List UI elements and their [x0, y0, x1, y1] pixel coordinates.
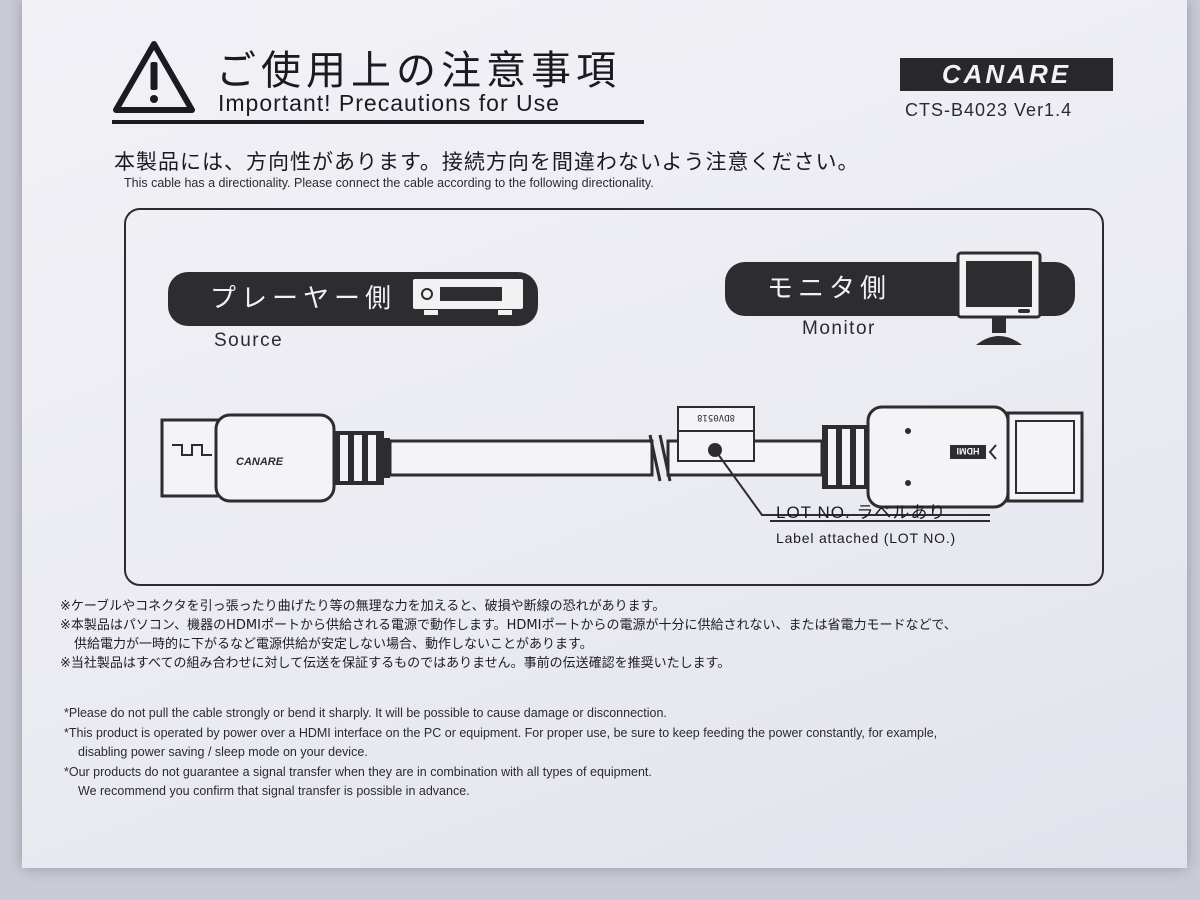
source-plug-icon: CANARE [160, 413, 390, 503]
page-title-jp: ご使用上の注意事項 [216, 48, 621, 94]
note-jp-4: ※当社製品はすべての組み合わせに対して伝送を保証するものではありません。事前の伝… [60, 656, 731, 671]
cable-illustration: CANARE 8DV0518 HDMI [160, 251, 1084, 516]
intro-text-en: This cable has a directionality. Please … [124, 176, 654, 190]
brand-logo: CANARE [900, 58, 1113, 91]
cable-diagram-frame [124, 208, 1104, 586]
note-jp-2: ※本製品はパソコン、機器のHDMIポートから供給される電源で動作します。HDMI… [60, 618, 957, 633]
plug-hdmi-mark: HDMI [957, 446, 980, 456]
note-en-3: disabling power saving / sleep mode on y… [78, 745, 368, 759]
lot-label-underline [770, 520, 990, 522]
monitor-plug-icon: HDMI [822, 405, 1084, 509]
monitor-label-jp: モニタ側 [767, 274, 892, 304]
source-label-jp: プレーヤー側 [210, 284, 397, 314]
precautions-en: *Please do not pull the cable strongly o… [64, 704, 1144, 802]
note-en-2: *This product is operated by power over … [64, 725, 938, 740]
lot-label-jp: LOT NO. ラベルあり [776, 503, 947, 522]
note-jp-1: ※ケーブルやコネクタを引っ張ったり曲げたり等の無理な力を加えると、破損や断線の恐… [60, 599, 666, 614]
note-en-1: *Please do not pull the cable strongly o… [64, 706, 667, 720]
source-label-en: Source [214, 330, 284, 351]
note-jp-3: 供給電力が一時的に下がるなど電源供給が安定しない場合、動作しないことがあります。 [74, 637, 593, 652]
intro-text-jp: 本製品には、方向性があります。接続方向を間違わないよう注意ください。 [114, 150, 860, 174]
lot-label-tag: 8DV0518 [677, 406, 990, 516]
monitor-label-en: Monitor [802, 318, 876, 339]
lot-tag-text: 8DV0518 [697, 412, 735, 422]
note-en-5: We recommend you confirm that signal tra… [78, 784, 470, 798]
document-number: CTS-B4023 Ver1.4 [905, 100, 1073, 120]
plug-brand-mark: CANARE [236, 456, 284, 468]
lot-label-en: Label attached (LOT NO.) [776, 530, 957, 546]
header: ご使用上の注意事項 Important! Precautions for Use [112, 38, 652, 128]
player-device-icon [411, 277, 525, 315]
page-title-en: Important! Precautions for Use [218, 90, 560, 116]
monitor-device-icon [956, 251, 1042, 345]
title-underline [112, 120, 644, 124]
warning-triangle-icon [113, 41, 195, 113]
precautions-jp: ※ケーブルやコネクタを引っ張ったり曲げたり等の無理な力を加えると、破損や断線の恐… [60, 597, 1140, 673]
note-en-4: *Our products do not guarantee a signal … [64, 764, 652, 779]
